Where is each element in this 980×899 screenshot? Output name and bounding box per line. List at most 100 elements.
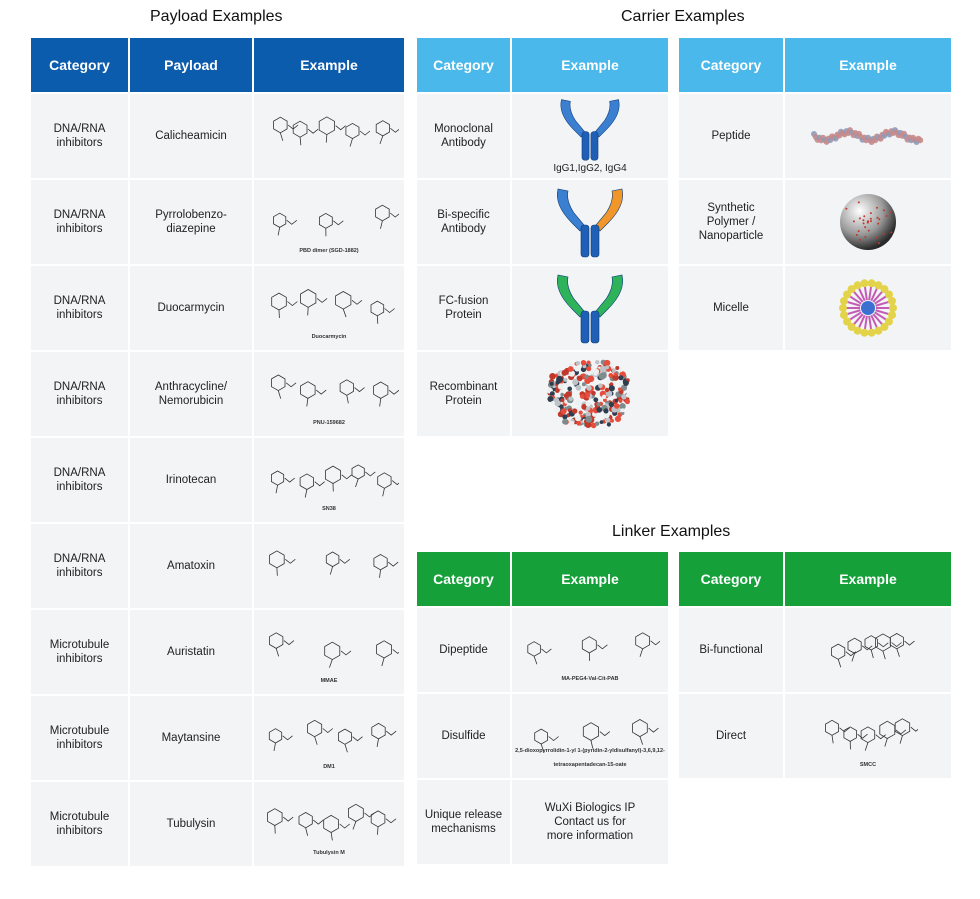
payload-category-8: Microtubule inhibitors [31, 782, 128, 866]
igg-caption: IgG1,IgG2, IgG4 [553, 163, 627, 174]
payload-name-6: Auristatin [130, 610, 252, 694]
linker-structure-1-label: 2,5-dioxopyrrolidin-1-yl 1-(pyridin-2-yl… [515, 748, 665, 768]
carrier-right-example-1 [785, 180, 951, 264]
payload-example-2: Duocarmycin [254, 266, 404, 350]
linker-structure-0 [527, 632, 660, 665]
linker-category-2: Unique release mechanisms [417, 780, 510, 864]
carrier-header-category: Category [417, 38, 510, 92]
payload-name-5: Amatoxin [130, 524, 252, 608]
payload-name-4: Irinotecan [130, 438, 252, 522]
linker-header-category: Category [417, 552, 510, 606]
payload-structure-6-label: MMAE [320, 678, 338, 684]
payload-name-3: Anthracycline/ Nemorubicin [130, 352, 252, 436]
payload-category-2: DNA/RNA inhibitors [31, 266, 128, 350]
payload-structure-8-label: Tubulysin M [313, 850, 345, 856]
micelle-icon [839, 279, 897, 337]
payload-category-5: DNA/RNA inhibitors [31, 524, 128, 608]
payload-name-0: Calicheamicin [130, 94, 252, 178]
payload-example-0 [254, 94, 404, 178]
carrier-header-category-2: Category [679, 38, 783, 92]
payload-structure-7 [268, 719, 397, 753]
linker-category-1: Disulfide [417, 694, 510, 778]
carrier-example-0: IgG1,IgG2, IgG4 [512, 94, 668, 178]
payload-example-4: SN38 [254, 438, 404, 522]
payload-category-3: DNA/RNA inhibitors [31, 352, 128, 436]
bispecific-antibody-icon [557, 188, 623, 258]
payload-structure-3-label: PNU-159682 [313, 420, 345, 426]
antibody-icon [560, 99, 620, 161]
carrier-example-2 [512, 266, 668, 350]
payload-table: Category Payload Example DNA/RNA inhibit… [31, 38, 404, 866]
recombinant-protein-icon [547, 359, 631, 429]
peptide-icon [811, 127, 924, 145]
linker-right-structure-1-label: SMCC [859, 762, 877, 768]
fc-fusion-protein-icon [557, 274, 623, 344]
payload-structure-7-label: DM1 [323, 764, 335, 770]
payload-name-2: Duocarmycin [130, 266, 252, 350]
payload-structure-2-label: Duocarmycin [311, 334, 347, 340]
payload-structure-5 [269, 550, 399, 578]
payload-category-6: Microtubule inhibitors [31, 610, 128, 694]
linker-example-0: MA-PEG4-Val-Cit-PAB [512, 608, 668, 692]
payload-header-example: Example [254, 38, 404, 92]
payload-name-8: Tubulysin [130, 782, 252, 866]
payload-category-7: Microtubule inhibitors [31, 696, 128, 780]
payload-structure-6 [269, 632, 399, 668]
payload-name-1: Pyrrolobenzo- diazepine [130, 180, 252, 264]
payload-example-8: Tubulysin M [254, 782, 404, 866]
payload-name-7: Maytansine [130, 696, 252, 780]
payload-category-4: DNA/RNA inhibitors [31, 438, 128, 522]
payload-structure-8 [267, 803, 397, 841]
payload-example-3: PNU-159682 [254, 352, 404, 436]
payload-example-5 [254, 524, 404, 608]
linker-right-category-1: Direct [679, 694, 783, 778]
carrier-right-example-2 [785, 266, 951, 350]
linker-example-1: 2,5-dioxopyrrolidin-1-yl 1-(pyridin-2-yl… [512, 694, 668, 778]
linker-right-example-0 [785, 608, 951, 692]
payload-structure-1 [273, 204, 399, 237]
payload-structure-3 [271, 374, 399, 407]
payload-example-7: DM1 [254, 696, 404, 780]
payload-header-category: Category [31, 38, 128, 92]
carrier-right-category-1: Synthetic Polymer / Nanoparticle [679, 180, 783, 264]
linker-right-example-1: SMCC [785, 694, 951, 778]
payload-title: Payload Examples [150, 8, 283, 25]
linker-header-example-2: Example [785, 552, 951, 606]
payload-structure-2 [271, 289, 395, 324]
nanoparticle-icon [840, 194, 896, 250]
linker-structure-0-label: MA-PEG4-Val-Cit-PAB [561, 676, 619, 682]
carrier-example-1 [512, 180, 668, 264]
carrier-right-category-0: Peptide [679, 94, 783, 178]
payload-category-1: DNA/RNA inhibitors [31, 180, 128, 264]
linker-title: Linker Examples [612, 523, 731, 540]
carrier-header-example: Example [512, 38, 668, 92]
payload-structure-4-label: SN38 [322, 506, 336, 512]
linker-right-structure-0 [831, 633, 915, 668]
carrier-category-3: Recombinant Protein [417, 352, 510, 436]
payload-structure-0 [273, 116, 399, 147]
carrier-category-0: Monoclonal Antibody [417, 94, 510, 178]
carrier-title: Carrier Examples [621, 8, 745, 25]
payload-category-0: DNA/RNA inhibitors [31, 94, 128, 178]
carrier-category-2: FC-fusion Protein [417, 266, 510, 350]
carrier-example-3 [512, 352, 668, 436]
carrier-header-example-2: Example [785, 38, 951, 92]
linker-category-0: Dipeptide [417, 608, 510, 692]
payload-header-payload: Payload [130, 38, 252, 92]
linker-header-category-2: Category [679, 552, 783, 606]
payload-structure-4 [270, 464, 399, 498]
payload-example-1: PBD dimer (SGD-1882) [254, 180, 404, 264]
linker-header-example: Example [512, 552, 668, 606]
payload-structure-1-label: PBD dimer (SGD-1882) [299, 248, 359, 254]
payload-example-6: MMAE [254, 610, 404, 694]
linker-right-category-0: Bi-functional [679, 608, 783, 692]
carrier-right-category-2: Micelle [679, 266, 783, 350]
carrier-category-1: Bi-specific Antibody [417, 180, 510, 264]
linker-structure-1 [534, 719, 659, 753]
linker-right-structure-1 [825, 718, 918, 751]
linker-example-text: WuXi Biologics IP Contact us for more in… [512, 780, 668, 864]
